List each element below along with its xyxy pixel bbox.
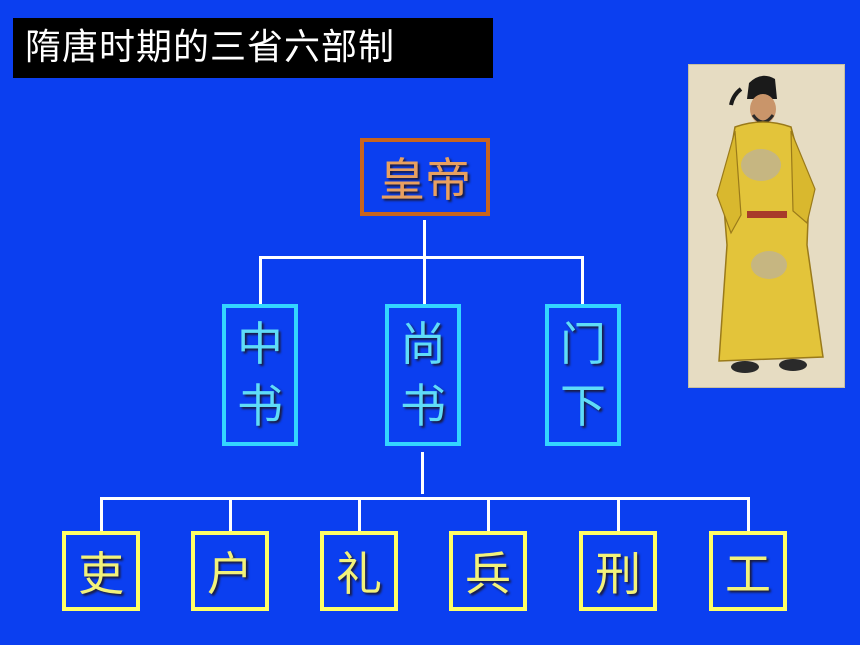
connector-dept-drop-1 — [100, 497, 103, 531]
connector-zhongshu-drop — [259, 256, 262, 304]
connector-dept-drop-3 — [358, 497, 361, 531]
slide-title: 隋唐时期的三省六部制 — [13, 18, 493, 78]
connector-dept-drop-2 — [229, 497, 232, 531]
department-bing-war: 兵 — [449, 531, 527, 611]
connector-ministry-bar — [259, 256, 584, 259]
ministry-char: 中 — [237, 317, 283, 371]
connector-emperor-down — [423, 220, 426, 258]
connector-menxia-drop — [581, 256, 584, 304]
ministry-char: 书 — [400, 379, 446, 433]
department-gong-works: 工 — [709, 531, 787, 611]
emperor-portrait-image — [688, 64, 845, 388]
ministry-char: 书 — [237, 379, 283, 433]
department-xing-justice: 刑 — [579, 531, 657, 611]
connector-dept-drop-5 — [617, 497, 620, 531]
ministry-char: 门 — [560, 317, 606, 371]
connector-department-bar — [100, 497, 750, 500]
connector-dept-drop-4 — [487, 497, 490, 531]
connector-dept-drop-6 — [747, 497, 750, 531]
ministry-shangshu: 尚 书 — [385, 304, 461, 446]
ministry-menxia: 门 下 — [545, 304, 621, 446]
emperor-box: 皇帝 — [360, 138, 490, 216]
connector-shangshu-drop — [423, 256, 426, 304]
connector-shangshu-down — [421, 452, 424, 494]
ministry-zhongshu: 中 书 — [222, 304, 298, 446]
ministry-char: 尚 — [400, 317, 446, 371]
ministry-char: 下 — [560, 379, 606, 433]
department-li-personnel: 吏 — [62, 531, 140, 611]
department-hu-revenue: 户 — [191, 531, 269, 611]
department-li-rites: 礼 — [320, 531, 398, 611]
